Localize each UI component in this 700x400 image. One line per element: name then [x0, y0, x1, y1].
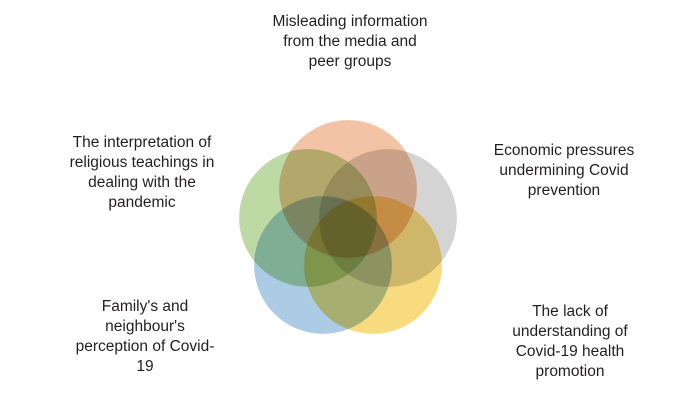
venn-label-religious: The interpretation of religious teaching… — [69, 134, 215, 212]
venn-label-health-promotion: The lack of understanding of Covid-19 he… — [512, 303, 628, 381]
venn-label-family-neighbour: Family's and neighbour's perception of C… — [75, 298, 215, 376]
venn-circle-religious — [236, 146, 380, 290]
venn-label-media: Misleading information from the media an… — [272, 13, 428, 71]
venn-label-economic: Economic pressures undermining Covid pre… — [493, 142, 635, 200]
